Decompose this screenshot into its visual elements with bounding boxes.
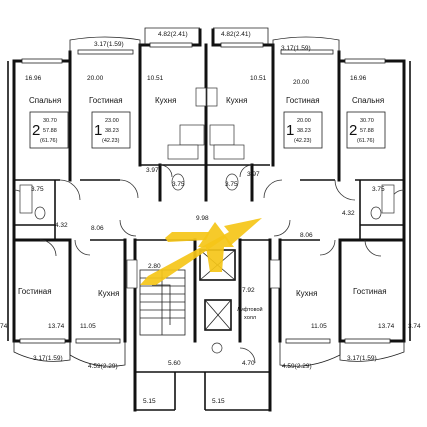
elevator-hall-area: 7.92 xyxy=(242,287,255,294)
lobby-area: 9.98 xyxy=(196,215,209,222)
bedroom-left-area: 16.96 xyxy=(25,75,42,82)
balcony-bottom-left-area: 3.17(1.59) xyxy=(33,355,63,362)
left-edge-area: 74 xyxy=(0,323,8,330)
wc-area-3: 3.75 xyxy=(225,181,238,188)
stair-bottom-left-area: 5.15 xyxy=(143,398,156,405)
apt-center-left-rooms: 1 xyxy=(94,122,102,139)
fixtures xyxy=(19,87,395,354)
corridor-right-area: 4.32 xyxy=(342,210,355,217)
bath-right-area: 3.75 xyxy=(372,186,385,193)
apt-center-left-total-area: 38.23 xyxy=(105,128,119,134)
apt-left-area-with-balcony: (61.76) xyxy=(40,138,58,144)
arrow-icon xyxy=(140,218,262,285)
bedroom-left-name: Спальня xyxy=(29,96,61,105)
toilet-icon xyxy=(171,173,185,191)
stove-icon xyxy=(206,87,218,107)
kitchen-top-left-area: 10.51 xyxy=(147,75,164,82)
apt-center-left-area-with-balcony: (42.23) xyxy=(102,138,120,144)
apt-right-living-area: 30.70 xyxy=(360,118,374,124)
kitchen-top-right-name: Кухня xyxy=(226,96,247,105)
bottom-balconies xyxy=(13,338,405,367)
toilet-icon xyxy=(370,206,382,220)
interior-walls xyxy=(12,43,406,412)
sink-icon xyxy=(209,124,235,146)
stair-landing-area: 2.80 xyxy=(148,263,161,270)
apt-center-right-rooms: 1 xyxy=(286,122,294,139)
apt-center-right-area-with-balcony: (42.23) xyxy=(294,138,312,144)
apt-left-rooms: 2 xyxy=(32,122,40,139)
bathtub-icon xyxy=(167,144,199,160)
balcony-top-center-left-area: 4.82(2.41) xyxy=(158,31,188,38)
bathtub-icon xyxy=(381,184,395,214)
stove-icon xyxy=(126,259,138,289)
living-bottom-left-name: Гостиная xyxy=(18,287,52,296)
balcony-top-left-area: 3.17(1.59) xyxy=(94,41,124,48)
door-swings xyxy=(13,164,405,364)
bedroom-right-area: 16.96 xyxy=(350,75,367,82)
bathtub-icon xyxy=(213,144,245,160)
bath-left-area: 3.75 xyxy=(31,186,44,193)
living-bottom-right-area: 13.74 xyxy=(378,323,395,330)
kitchen-bottom-right-area: 11.05 xyxy=(311,323,327,330)
loggia-bottom-right-area: 4.59(2.29) xyxy=(282,363,312,370)
stair-bottom-right-area: 5.15 xyxy=(212,398,225,405)
wc-area-4: 3.97 xyxy=(247,171,260,178)
loggia-bottom-left-area: 4.59(2.29) xyxy=(88,363,118,370)
apartment-summary-center-left: 1 23.00 38.23 (42.23) xyxy=(91,111,131,149)
kitchen-top-right-area: 10.51 xyxy=(250,75,267,82)
apt-center-right-living-area: 20.00 xyxy=(297,118,311,124)
kitchen-bottom-right-name: Кухня xyxy=(296,289,317,298)
apt-center-left-living-area: 23.00 xyxy=(105,118,119,124)
apt-center-right-total-area: 38.23 xyxy=(297,128,311,134)
apt-left-living-area: 30.70 xyxy=(43,118,57,124)
hall-right-area: 8.06 xyxy=(300,232,313,239)
arrow-icon xyxy=(165,232,210,242)
toilet-icon xyxy=(225,173,239,191)
entry-arrows xyxy=(140,218,262,285)
kitchen-bottom-left-name: Кухня xyxy=(98,289,119,298)
right-edge-area: 3.74 xyxy=(408,323,421,330)
living-right-name: Гостиная xyxy=(286,96,320,105)
apt-right-total-area: 57.88 xyxy=(360,128,374,134)
kitchen-top-left-name: Кухня xyxy=(155,96,176,105)
hall-left-area: 8.06 xyxy=(91,225,104,232)
living-left-name: Гостиная xyxy=(89,96,123,105)
top-balconies xyxy=(21,27,386,64)
apt-left-total-area: 57.88 xyxy=(43,128,57,134)
apartment-summary-right: 2 30.70 57.88 (61.76) xyxy=(346,111,386,149)
elevator-hall-label-2: холл xyxy=(244,315,256,321)
living-bottom-left-area: 13.74 xyxy=(48,323,65,330)
wc-area-1: 3.97 xyxy=(146,167,159,174)
service-icon xyxy=(211,342,223,354)
living-bottom-right-name: Гостиная xyxy=(353,287,387,296)
sink-icon xyxy=(179,124,205,146)
balcony-bottom-right-area: 3.17(1.59) xyxy=(347,355,377,362)
living-left-area: 20.00 xyxy=(87,75,104,82)
vestibule-left-area: 5.60 xyxy=(168,360,181,367)
toilet-icon xyxy=(34,206,46,220)
living-right-area: 20.00 xyxy=(293,79,310,86)
balcony-top-center-right-area: 4.82(2.41) xyxy=(221,31,251,38)
balcony-top-right-area: 3.17(1.59) xyxy=(281,45,311,52)
stove-icon xyxy=(195,87,207,107)
kitchen-bottom-left-area: 11.05 xyxy=(80,323,96,330)
vestibule-right-area: 4.70 xyxy=(242,360,255,367)
bathtub-icon xyxy=(19,184,33,214)
apt-right-rooms: 2 xyxy=(349,122,357,139)
bedroom-right-name: Спальня xyxy=(352,96,384,105)
apartment-summary-center-right: 1 20.00 38.23 (42.23) xyxy=(283,111,323,149)
apt-right-area-with-balcony: (61.76) xyxy=(357,138,375,144)
apartment-summary-left: 2 30.70 57.88 (61.76) xyxy=(29,111,69,149)
elevator-hall-label-1: Лифтовой xyxy=(237,306,263,313)
corridor-left-area: 4.32 xyxy=(55,222,68,229)
stove-icon xyxy=(269,259,281,289)
wc-area-2: 3.75 xyxy=(172,181,185,188)
